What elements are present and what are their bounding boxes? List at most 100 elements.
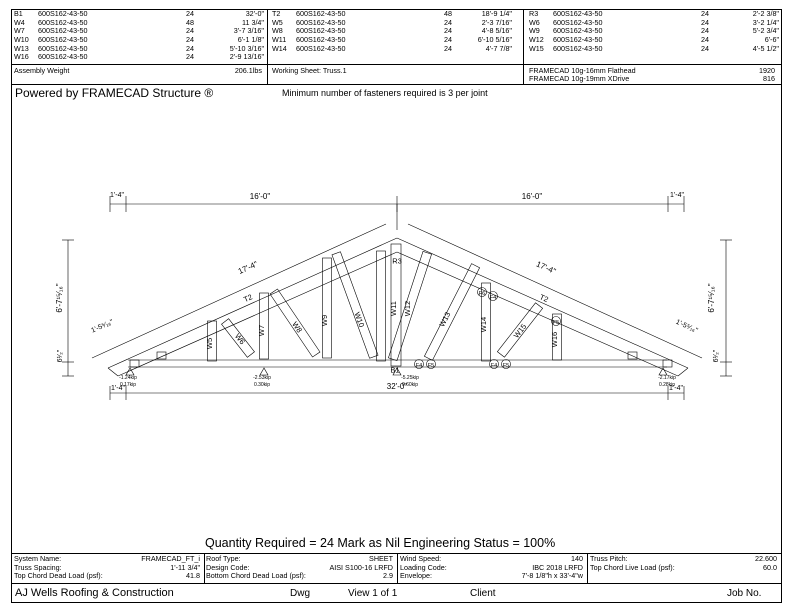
view-label: View 1 of 1 [348, 588, 398, 599]
design-label: System Name: [14, 554, 62, 563]
fastener-marker [488, 291, 498, 301]
member-section: 600S162-43-50 [553, 43, 603, 53]
connection-plate [156, 351, 167, 360]
member-name: R3 [529, 9, 539, 18]
member-name: W7 [14, 26, 25, 36]
member-name: W6 [529, 17, 540, 27]
support-triangle [125, 367, 135, 376]
member-quantity: 24 [186, 35, 194, 45]
half-span-right-dimension: 16'-0" [522, 192, 543, 201]
dwg-label: Dwg [290, 588, 311, 599]
top-chord-left-inner [117, 251, 398, 377]
divider [204, 553, 205, 583]
web-w11 [376, 250, 386, 362]
design-value: 22.600 [755, 554, 777, 563]
member-length: 3'-2 1/4" [752, 17, 779, 27]
fastener-label-f4a: F4 [416, 363, 422, 369]
heel-right-dimension: 6¹⁄₂" [713, 349, 720, 362]
design-label: Truss Pitch: [590, 554, 628, 563]
member-quantity: 24 [444, 17, 452, 27]
divider [267, 64, 268, 84]
member-section: 600S162-43-50 [38, 35, 88, 45]
design-label: Loading Code: [400, 562, 447, 572]
member-length: 3'-7 3/16" [233, 26, 264, 36]
member-length: 4'-8 5/16" [481, 26, 512, 36]
fastener-note: Minimum number of fasteners required is … [282, 88, 488, 98]
member-name: W13 [14, 43, 29, 53]
connection-plate [662, 359, 673, 368]
member-name: T2 [272, 9, 281, 18]
member-length: 5'-10 3/16" [229, 43, 264, 53]
design-label: Design Code: [206, 562, 250, 572]
design-label: Top Chord Live Load (psf): [590, 562, 675, 572]
powered-by: Powered by FRAMECAD Structure ® [15, 86, 214, 100]
web-w13 [423, 263, 481, 361]
client-label: Client [470, 588, 496, 599]
top-chord-left-outer [107, 237, 398, 369]
member-label-t2r: T2 [538, 292, 550, 304]
member-name: W15 [529, 43, 544, 53]
member-section: 600S162-43-50 [553, 35, 603, 45]
design-value: 60.0 [763, 562, 777, 572]
member-section: 600S162-43-50 [553, 26, 603, 36]
member-label-w9: W9 [320, 315, 329, 326]
tail-left-dimension: 1'-5⁵⁄₁₆" [90, 319, 115, 335]
web-w10 [331, 251, 379, 359]
member-name: W8 [272, 26, 283, 36]
member-length: 18'-9 1/4" [481, 9, 512, 18]
divider [11, 84, 782, 85]
fastener-label-f5c: F5 [553, 320, 559, 326]
fastener-label-f6: F6 [479, 291, 485, 297]
height-left-dimension: 6'-7¹⁵⁄₁₆" [55, 283, 64, 312]
design-value: SHEET [369, 554, 393, 563]
member-name: W16 [14, 52, 29, 62]
dimension-line-slope-right [407, 223, 703, 359]
design-label: Roof Type: [206, 554, 241, 563]
member-length: 5'-2 3/4" [752, 26, 779, 36]
fastener-marker [477, 287, 487, 297]
heel-right [677, 367, 689, 377]
drawing-sheet [11, 9, 782, 603]
fastener-marker [501, 359, 511, 369]
support-triangle [392, 367, 402, 376]
member-label-w6: W6 [233, 332, 247, 346]
member-quantity: 24 [444, 26, 452, 36]
divider [11, 64, 782, 65]
member-label-w8: W8 [290, 320, 304, 334]
divider [397, 553, 398, 583]
member-label-w14: W14 [479, 317, 488, 332]
web-w5 [207, 320, 217, 362]
fastener-label-f5b: F5 [503, 363, 509, 369]
member-section: 600S162-43-50 [553, 17, 603, 27]
design-label: Envelope: [400, 571, 432, 581]
overhang-right-dimension: 1'-4" [670, 192, 684, 199]
fastener-label-f4c: F4 [490, 295, 496, 301]
support-triangle [259, 367, 269, 376]
member-section: 600S162-43-50 [553, 9, 603, 18]
member-label-w16: W16 [550, 332, 559, 347]
reaction-load: -2.53kip [253, 375, 271, 381]
dimension-line-slope-left [91, 223, 387, 359]
divider [11, 583, 782, 584]
design-value: 1'-11 3/4" [170, 562, 200, 572]
fastener-count-2: 816 [763, 74, 775, 83]
member-quantity: 24 [701, 35, 709, 45]
assembly-weight-label: Assembly Weight [14, 66, 70, 75]
member-length: 2'-9 13/16" [229, 52, 264, 62]
ridge-member [390, 243, 402, 367]
company-name: AJ Wells Roofing & Construction [15, 587, 174, 599]
member-quantity: 24 [701, 43, 709, 53]
